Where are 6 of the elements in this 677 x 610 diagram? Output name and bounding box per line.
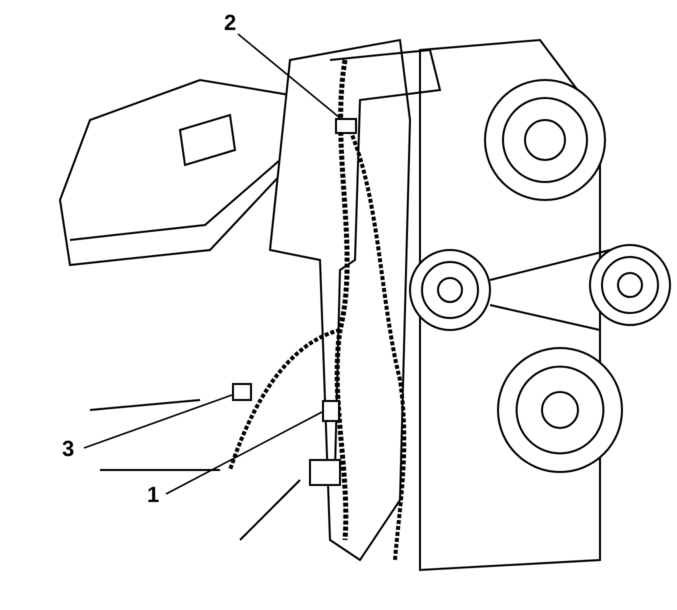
leader-line bbox=[166, 411, 322, 495]
leader-line bbox=[238, 33, 340, 119]
leader-line bbox=[84, 394, 232, 449]
connector-part bbox=[232, 383, 252, 401]
connector-part bbox=[322, 400, 340, 422]
connector-part bbox=[335, 118, 357, 134]
